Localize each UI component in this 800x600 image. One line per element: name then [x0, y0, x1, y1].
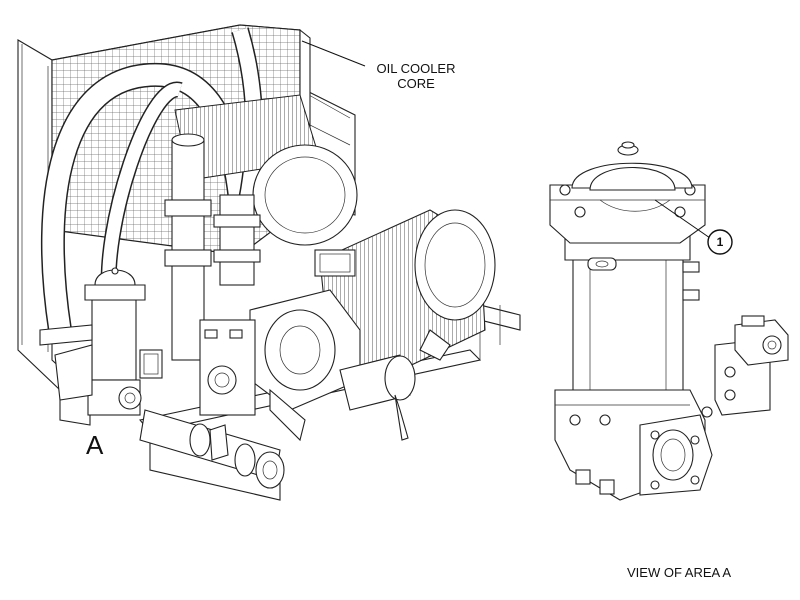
oil-cooler-leader: [301, 40, 366, 67]
fan-housing: [174, 94, 358, 246]
area-a-detail-view: [549, 141, 789, 501]
view-caption: VIEW OF AREA A: [627, 565, 732, 580]
oil-cooler-label-line2: CORE: [397, 76, 435, 91]
area-a-marker: A: [86, 430, 104, 460]
electric-motor: [314, 209, 496, 381]
oil-filter-area-a: [39, 267, 163, 416]
main-assembly: [17, 24, 521, 501]
oil-cooler-label-line1: OIL COOLER: [376, 61, 456, 76]
oil-cooler-core-label: OIL COOLER CORE: [371, 61, 461, 91]
pump: [199, 289, 451, 442]
bottom-piping: [139, 409, 285, 489]
callout-number: 1: [716, 235, 724, 249]
callout-circle: [707, 229, 733, 255]
pipe-column: [164, 133, 261, 361]
callout-leader: [654, 199, 711, 239]
